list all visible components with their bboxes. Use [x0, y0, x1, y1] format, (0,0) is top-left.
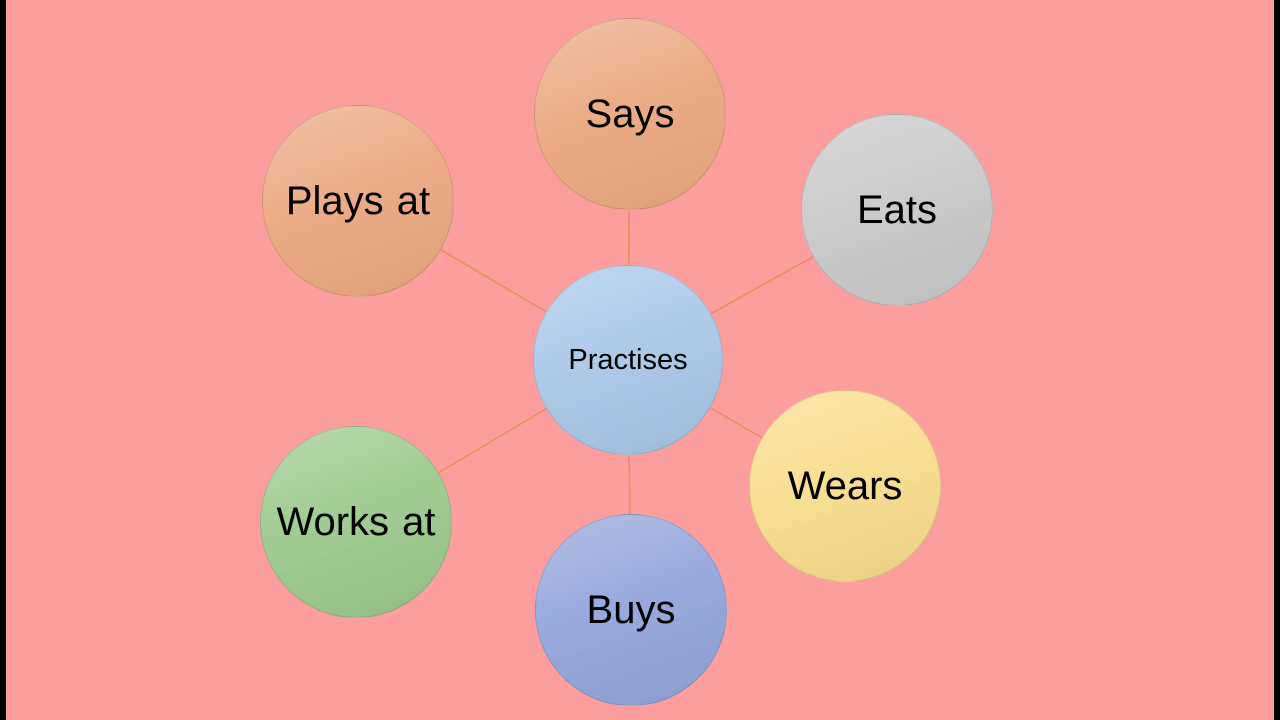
node-practises-label: Practises: [568, 343, 688, 376]
node-eats: Eats: [801, 114, 993, 306]
letterbox-right-bar: [1274, 0, 1280, 720]
letterbox-left-bar: [0, 0, 6, 720]
node-works-at-label: Works at: [276, 499, 436, 544]
node-works-at: Works at: [260, 426, 452, 618]
node-practises-center: Practises: [533, 265, 723, 455]
node-eats-label: Eats: [856, 187, 938, 232]
node-wears-label: Wears: [787, 463, 903, 508]
node-buys: Buys: [535, 514, 727, 706]
node-buys-label: Buys: [586, 587, 676, 632]
node-says-label: Says: [585, 91, 675, 136]
node-plays-at: Plays at: [262, 105, 454, 297]
node-plays-at-label: Plays at: [285, 178, 431, 223]
node-says: Says: [534, 18, 726, 210]
node-wears: Wears: [749, 390, 941, 582]
